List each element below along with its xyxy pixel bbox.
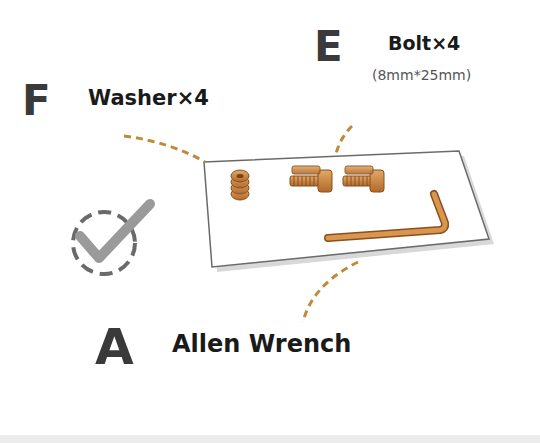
dimension-label: (8mm*25mm) xyxy=(372,68,471,82)
part-name: Allen Wrench xyxy=(172,332,351,356)
bottom-band xyxy=(0,435,540,443)
bolt xyxy=(343,166,384,192)
bolt xyxy=(290,166,332,192)
leader-line xyxy=(303,262,358,322)
part-name: Bolt×4 xyxy=(388,34,460,53)
washer-stack xyxy=(231,170,249,200)
allen-wrench xyxy=(328,194,445,238)
leader-line xyxy=(336,126,352,154)
parts-sheet xyxy=(204,151,489,267)
callout-letter: F xyxy=(22,80,51,122)
allen-wrench xyxy=(328,194,445,238)
callout-letter: E xyxy=(314,26,343,68)
callout-letter: A xyxy=(95,322,134,372)
part-name: Washer×4 xyxy=(88,88,209,109)
check-icon xyxy=(73,204,150,274)
leader-line xyxy=(124,136,205,162)
